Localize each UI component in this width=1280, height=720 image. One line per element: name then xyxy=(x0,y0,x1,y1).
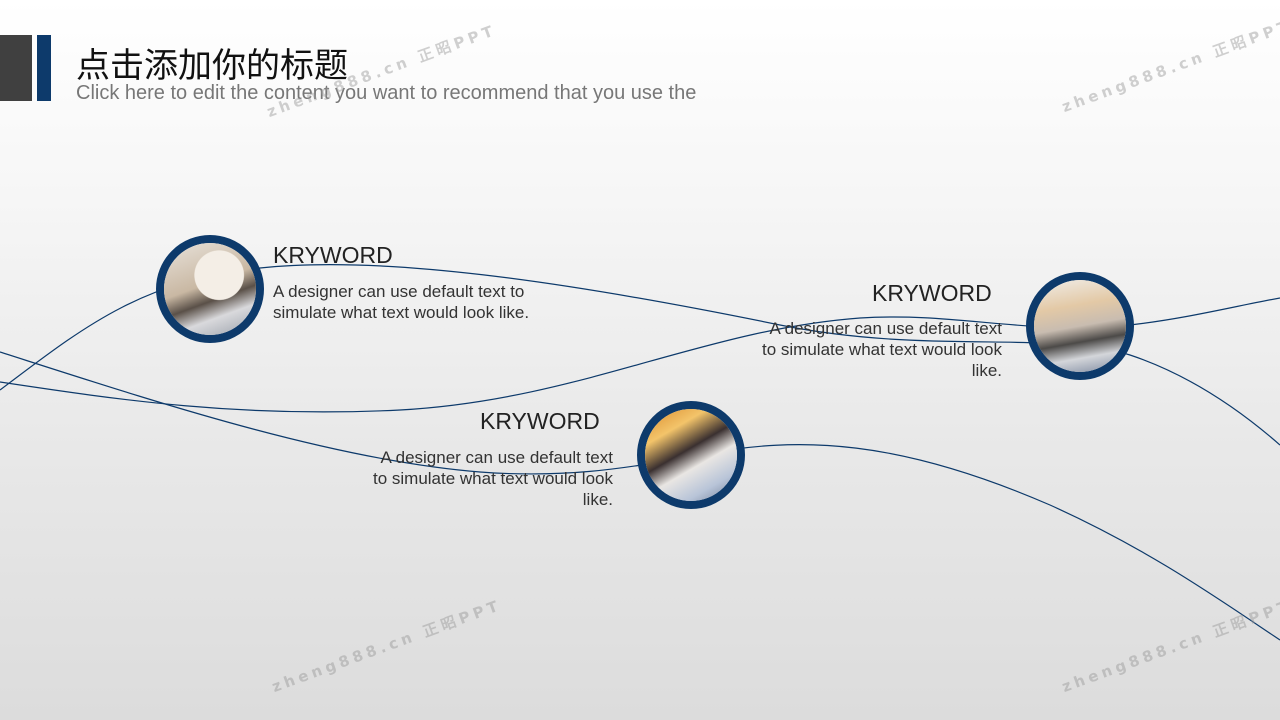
photo-circle-3[interactable] xyxy=(1026,272,1134,380)
keyword-3: KRYWORD xyxy=(872,280,992,306)
description-1: A designer can use default text to simul… xyxy=(273,282,530,322)
office-photo-icon xyxy=(645,409,737,501)
page-title[interactable]: 点击添加你的标题 xyxy=(76,46,348,86)
title-bar-dark xyxy=(0,35,32,101)
curve-2 xyxy=(0,297,1280,413)
office-photo-icon xyxy=(1034,280,1126,372)
curve-3 xyxy=(0,351,1280,641)
keyword-2: KRYWORD xyxy=(480,408,600,434)
title-bar-accent xyxy=(37,35,51,101)
description-3: A designer can use default text to simul… xyxy=(762,319,1003,380)
office-photo-icon xyxy=(164,243,256,335)
keyword-1: KRYWORD xyxy=(273,242,393,268)
description-2: A designer can use default text to simul… xyxy=(372,448,613,509)
photo-circle-1[interactable] xyxy=(156,235,264,343)
page-subtitle[interactable]: Click here to edit the content you want … xyxy=(76,82,697,104)
photo-circle-2[interactable] xyxy=(637,401,745,509)
